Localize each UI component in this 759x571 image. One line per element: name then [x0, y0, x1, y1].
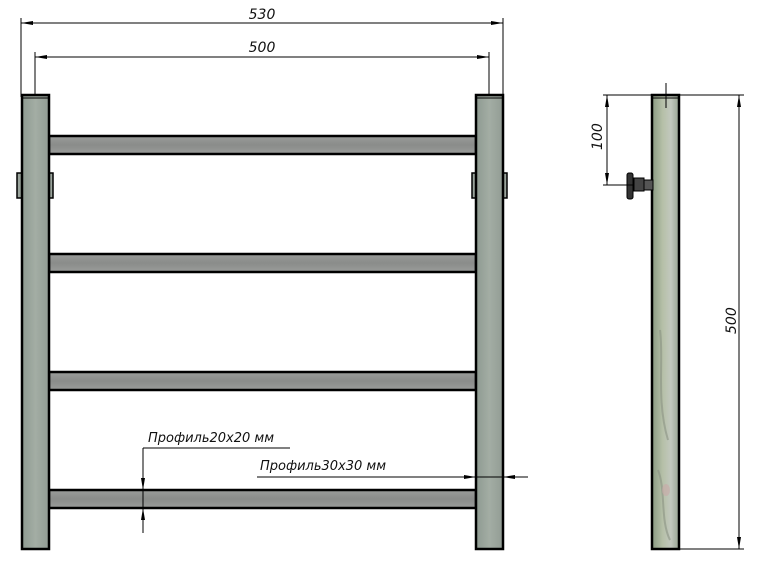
rung-1: [47, 134, 478, 156]
dimension-label-530: 530: [249, 7, 276, 23]
dimension-overall-width: 530: [20, 7, 504, 97]
rung-profile-callout: Профиль20x20 мм: [141, 431, 290, 533]
left-post: [16, 93, 54, 551]
rung-4: [47, 488, 478, 510]
dimension-label-500-width: 500: [249, 40, 276, 56]
right-post: [471, 93, 508, 551]
dimension-height: 500: [679, 94, 744, 550]
side-post: [650, 93, 681, 551]
rung-2: [47, 252, 478, 274]
post-profile-callout: Профиль30x30 мм: [257, 459, 528, 479]
front-view: 530 500: [16, 7, 528, 551]
rungs: [47, 134, 478, 510]
dimension-label-500-height: 500: [724, 307, 740, 334]
dimension-bracket-offset: 100: [590, 94, 652, 186]
rung-profile-label: Профиль20x20 мм: [148, 431, 274, 446]
dimension-inner-width: 500: [34, 40, 490, 108]
side-view: 100 500: [590, 83, 744, 551]
rung-3: [47, 370, 478, 392]
dimension-label-100: 100: [590, 123, 606, 150]
wall-bracket-knob: [626, 172, 654, 200]
post-profile-label: Профиль30x30 мм: [260, 459, 386, 474]
